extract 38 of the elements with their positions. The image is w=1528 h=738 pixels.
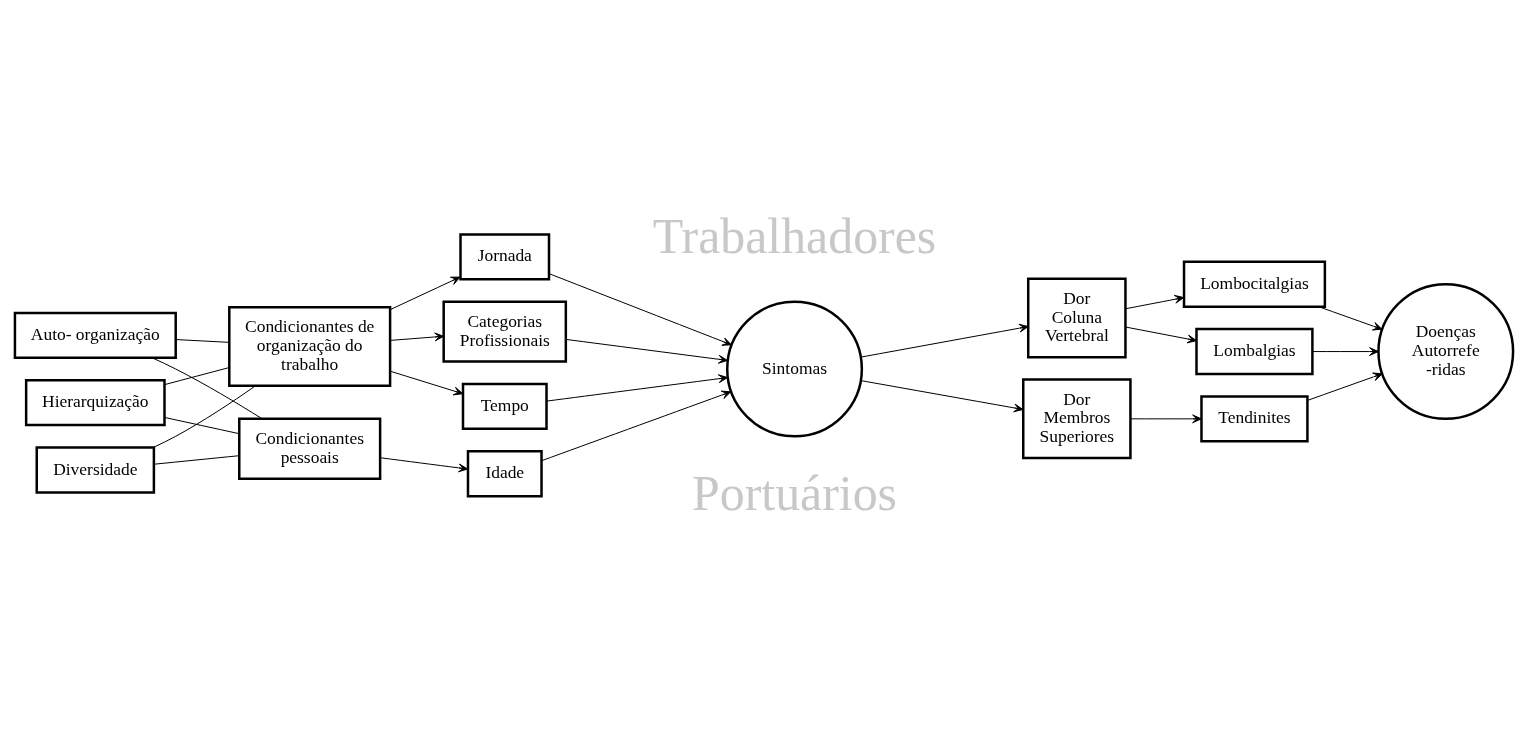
node-box: Tendinites bbox=[1200, 395, 1309, 443]
arrow bbox=[389, 276, 461, 311]
node-circle: Sintomas bbox=[726, 300, 864, 438]
node-box: Lombalgias bbox=[1195, 327, 1314, 376]
connector bbox=[153, 455, 240, 465]
node-box: Lombocitalgias bbox=[1182, 260, 1327, 308]
arrow bbox=[548, 273, 732, 346]
node-box: Auto- organização bbox=[13, 311, 177, 360]
node-box: Categorias Profissionais bbox=[442, 300, 568, 363]
connector bbox=[151, 357, 263, 420]
node-box: Diversidade bbox=[35, 446, 156, 494]
connector bbox=[164, 367, 230, 386]
arrow bbox=[546, 374, 728, 402]
arrow bbox=[860, 380, 1024, 413]
arrow bbox=[379, 457, 469, 473]
arrow bbox=[565, 338, 728, 364]
arrow bbox=[541, 390, 732, 462]
node-box: Tempo bbox=[461, 382, 548, 431]
node-circle: Doenças Autorrefe -ridas bbox=[1377, 283, 1515, 421]
node-box: Idade bbox=[466, 450, 543, 498]
node-box: Jornada bbox=[459, 233, 551, 281]
arrow bbox=[1124, 326, 1197, 344]
arrow bbox=[860, 323, 1029, 358]
arrow bbox=[389, 332, 445, 342]
node-box: Dor Coluna Vertebral bbox=[1027, 277, 1127, 359]
arrow bbox=[1318, 306, 1383, 331]
arrow bbox=[389, 370, 464, 396]
arrow bbox=[1130, 414, 1202, 424]
node-box: Condicionantes pessoais bbox=[238, 417, 382, 480]
node-box: Hierarquização bbox=[24, 378, 166, 427]
arrow bbox=[1124, 294, 1185, 310]
node-box: Dor Membros Superiores bbox=[1022, 378, 1132, 460]
node-box: Condicionantes de organização do trabalho bbox=[228, 306, 392, 388]
connector bbox=[164, 417, 240, 435]
connector bbox=[152, 385, 256, 448]
arrow bbox=[1312, 347, 1379, 356]
arrow bbox=[1307, 372, 1383, 401]
connector bbox=[175, 339, 230, 343]
